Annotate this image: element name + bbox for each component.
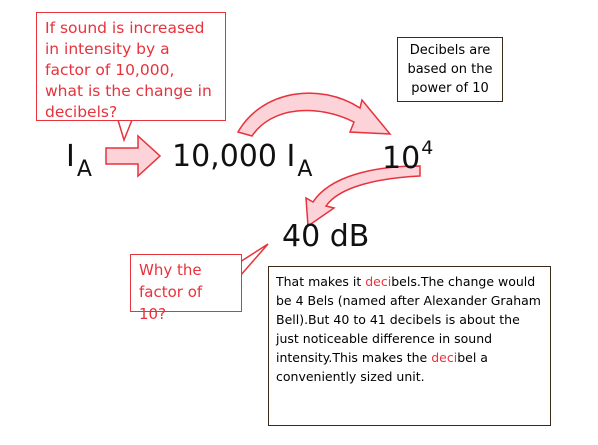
explanation-callout: That makes it decibels.The change would …	[268, 266, 551, 426]
intensity-scaled: 10,000 IA	[172, 139, 312, 181]
power-callout: Decibels are based on the power of 10	[397, 37, 503, 102]
power-of-ten: 104	[382, 139, 433, 176]
intensity-letter: I	[66, 139, 75, 174]
question-callout: If sound is increased in intensity by a …	[36, 12, 226, 121]
deci-highlight-1: deci	[365, 274, 392, 289]
question-text: If sound is increased in intensity by a …	[45, 19, 212, 121]
intensity-subscript: A	[76, 157, 92, 182]
right-arrow	[105, 134, 162, 178]
power-base: 10	[382, 141, 421, 176]
question-box-tail	[117, 119, 133, 143]
intensity-a: IA	[66, 139, 92, 181]
power-exponent: 4	[421, 137, 434, 159]
why-text: Why the factor of 10?	[139, 261, 203, 323]
result-decibels: 40 dB	[282, 219, 370, 254]
why-box-tail	[239, 243, 269, 277]
intensity-letter-2: I	[286, 139, 296, 174]
deci-highlight-2: deci	[431, 350, 458, 365]
curved-arrow-top	[236, 92, 392, 137]
intensity-subscript-2: A	[297, 157, 313, 182]
why-callout: Why the factor of 10?	[130, 254, 242, 323]
curved-arrow-bottom	[305, 165, 421, 228]
factor-value: 10,000	[172, 139, 277, 174]
power-text: Decibels are based on the power of 10	[407, 43, 493, 96]
